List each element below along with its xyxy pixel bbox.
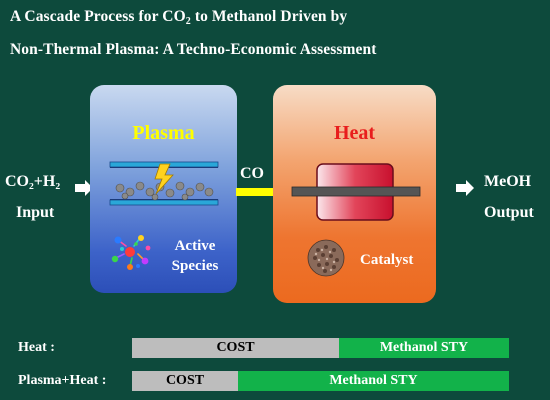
plasma-title: Plasma xyxy=(132,122,195,144)
title-line-1-post: to Methanol Driven by xyxy=(190,8,348,25)
output-arrow xyxy=(456,180,474,196)
catalyst-caption: Catalyst xyxy=(360,252,414,268)
heat-row-label: Heat : xyxy=(18,340,55,355)
intermediate-co-label: CO xyxy=(240,165,264,182)
output-formula: MeOH xyxy=(484,173,532,190)
heat-cost-bar: COST xyxy=(132,338,339,358)
heat-sty-bar: Methanol STY xyxy=(339,338,509,358)
title-subscript: 2 xyxy=(185,16,191,27)
input-label: Input xyxy=(16,204,55,221)
plasma-heat-cost-bar: COST xyxy=(132,371,238,391)
active-species-caption: Active Species xyxy=(162,236,228,276)
title-line-1: A Cascade Process for CO2 to Methanol Dr… xyxy=(10,8,348,27)
output-label: Output xyxy=(484,204,534,221)
input-arrow xyxy=(75,180,93,196)
active-species-line-2: Species xyxy=(171,258,219,274)
active-species-icon xyxy=(111,235,151,270)
heat-title: Heat xyxy=(333,122,376,144)
plasma-heat-sty-bar: Methanol STY xyxy=(238,371,509,391)
title-line-1-pre: A Cascade Process for CO xyxy=(10,8,186,25)
catalyst-icon xyxy=(307,239,345,277)
heat-reactor-icon xyxy=(291,163,421,221)
input-formula: CO₂+H₂ xyxy=(5,173,61,190)
active-species-line-1: Active xyxy=(174,238,216,254)
plasma-heat-row-label: Plasma+Heat : xyxy=(18,373,107,388)
plasma-reactor-icon xyxy=(109,161,219,206)
title-line-2: Non-Thermal Plasma: A Techno-Economic As… xyxy=(10,41,377,58)
